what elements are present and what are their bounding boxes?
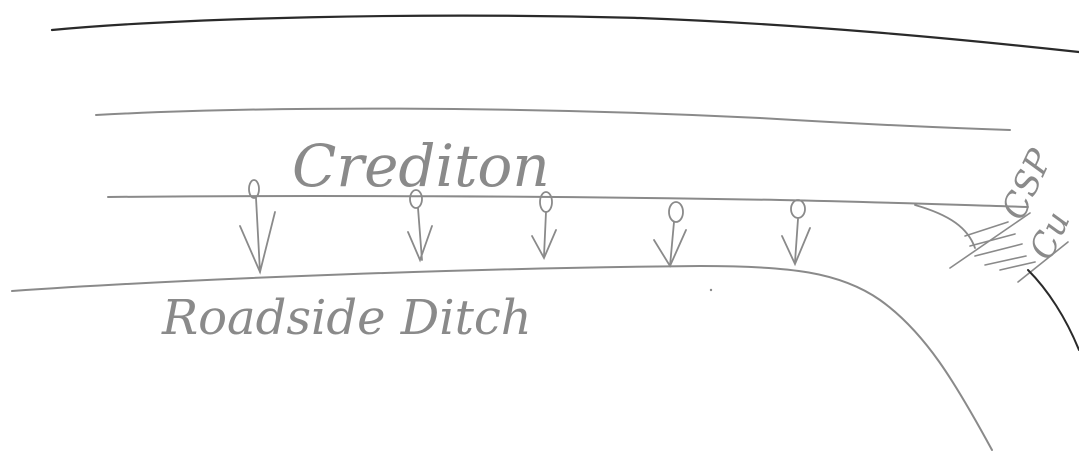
flow-arrow	[781, 199, 811, 267]
culvert-wall	[914, 204, 976, 249]
flow-arrow	[239, 179, 276, 275]
ditch-label: Roadside Ditch	[161, 290, 532, 346]
flow-arrow	[653, 201, 687, 268]
road-name-label: Crediton	[292, 132, 550, 200]
culvert-hatching	[949, 212, 1069, 283]
road-line-upper	[95, 107, 1011, 131]
flow-arrow	[531, 191, 557, 261]
flow-arrow	[407, 189, 433, 263]
ditch-edge-line	[11, 264, 993, 451]
pencil-mark	[709, 288, 713, 292]
road-outer-curve	[1027, 269, 1079, 351]
road-line-lower	[107, 195, 1029, 208]
road-outer-edge	[50, 14, 1079, 54]
